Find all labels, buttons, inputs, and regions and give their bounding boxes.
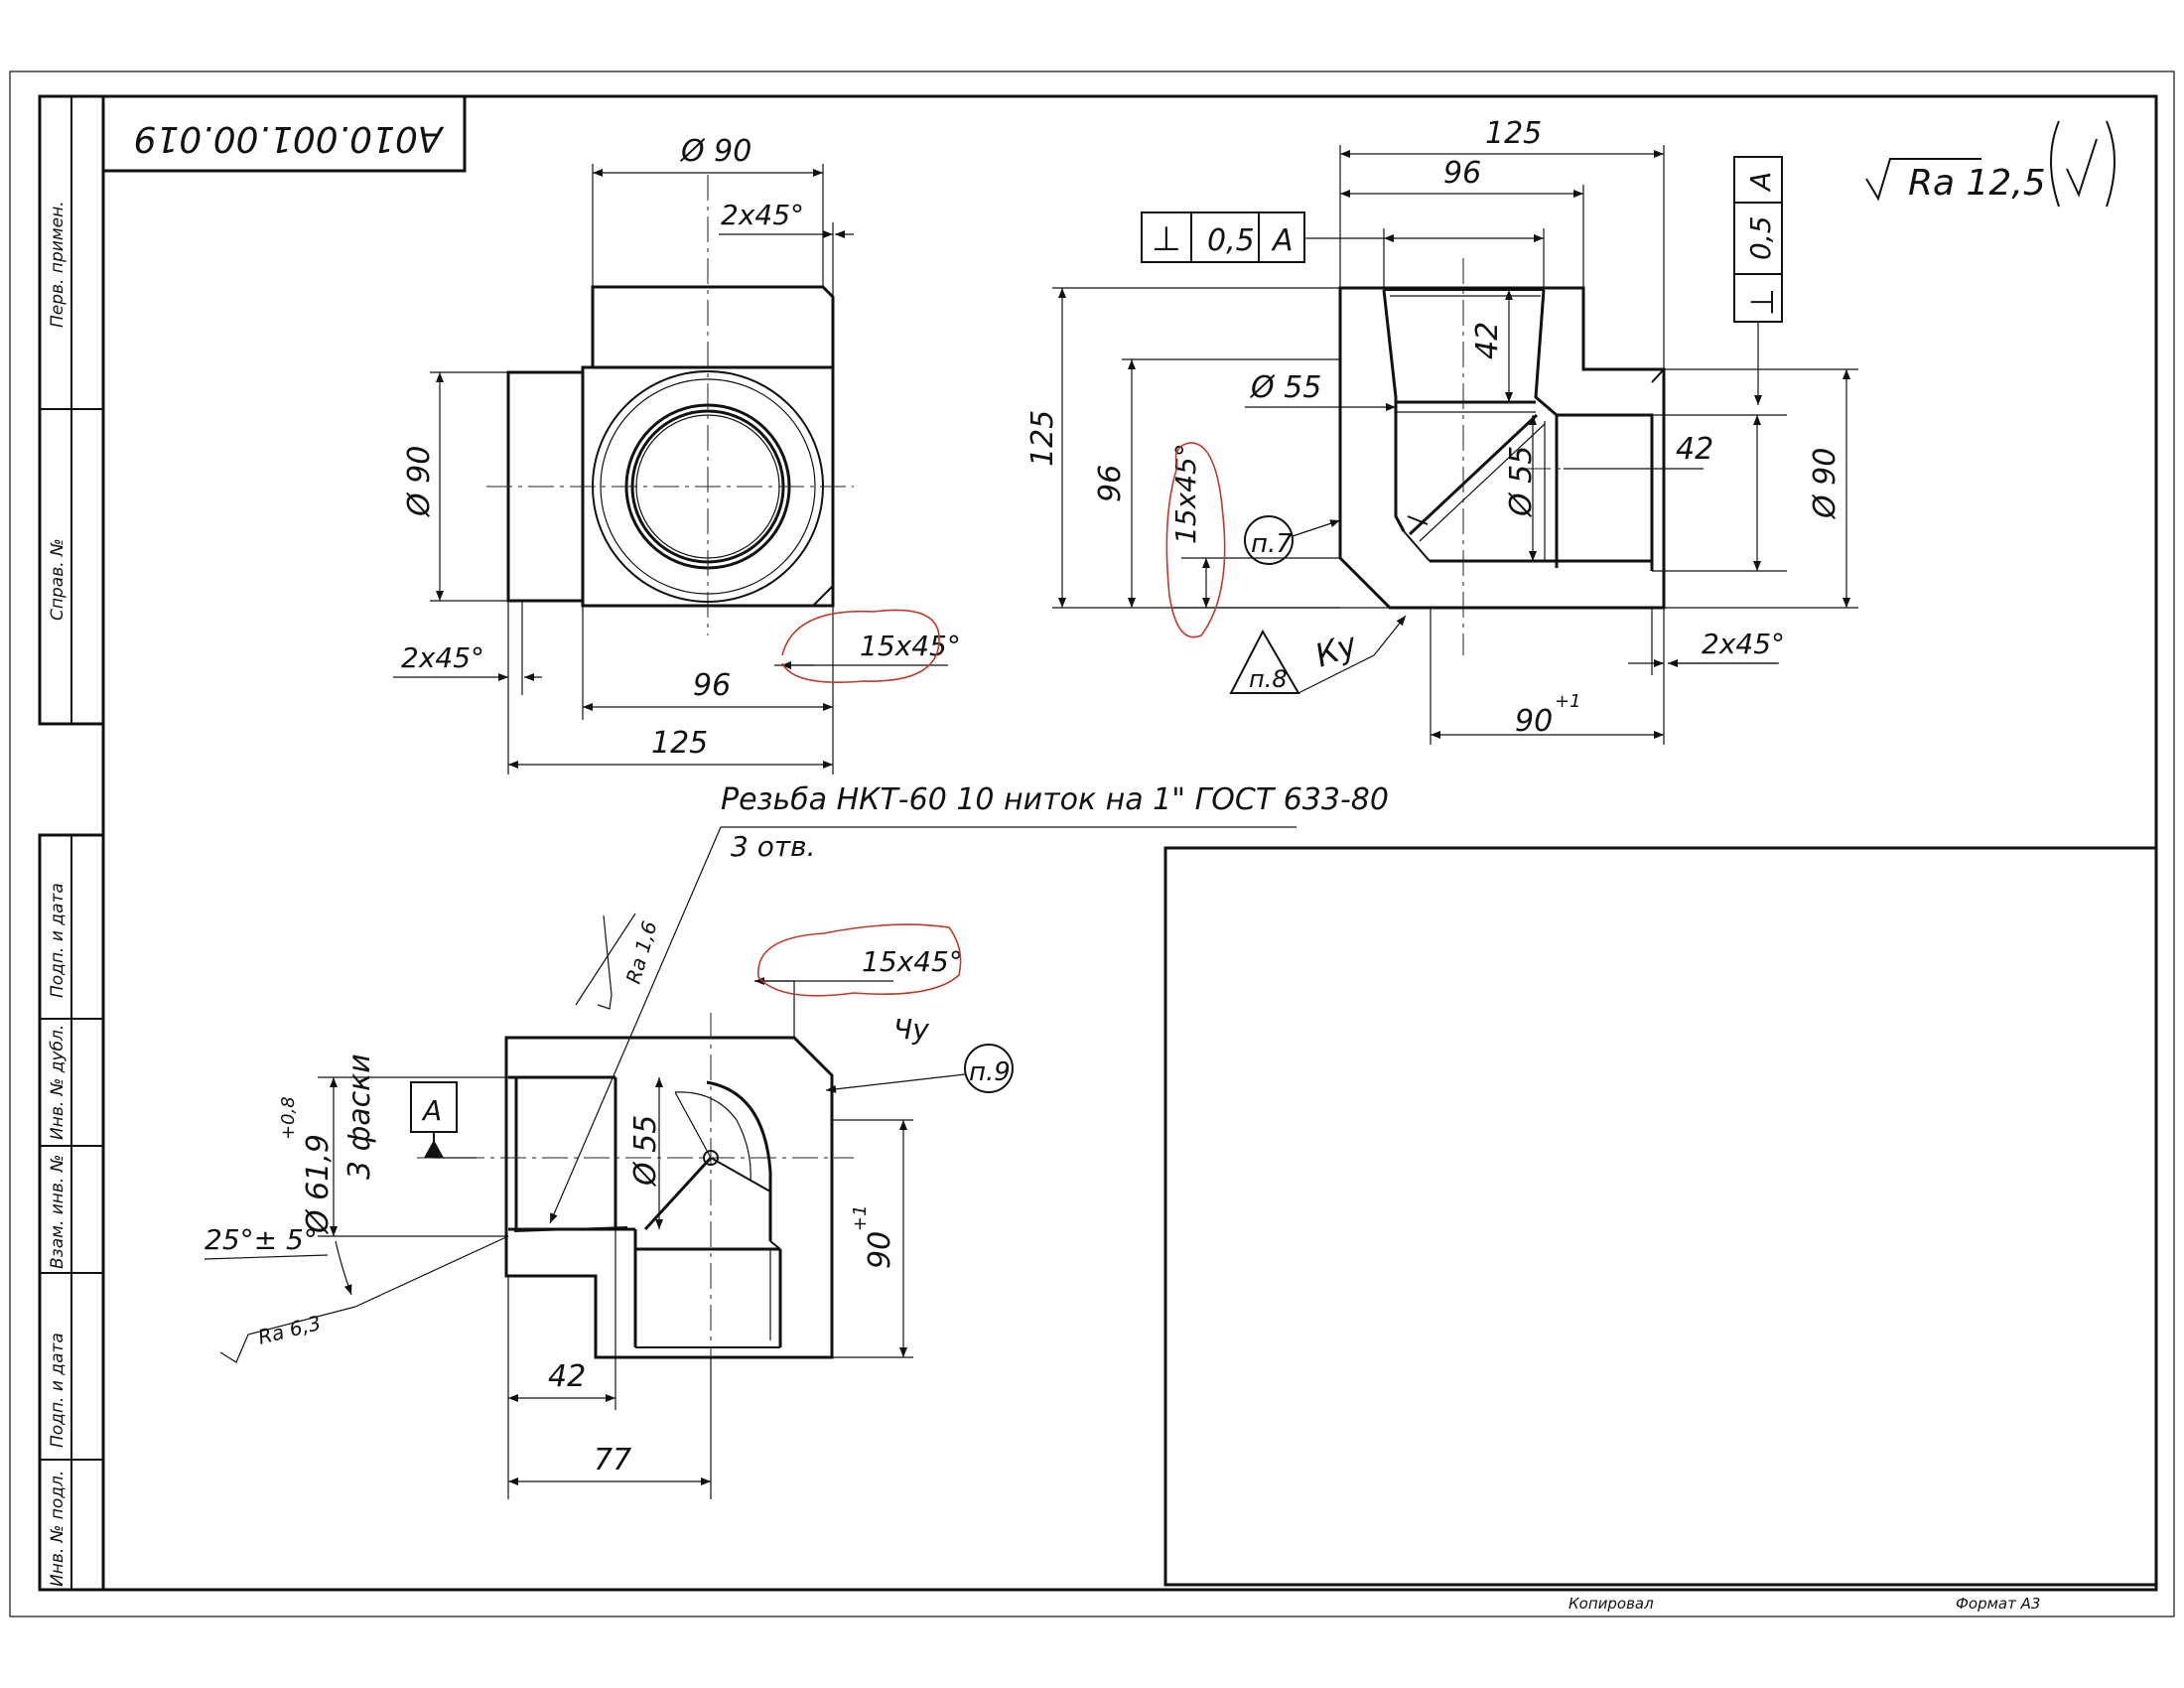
side-red-markup: [1165, 442, 1226, 638]
sheet-frame: [9, 70, 2175, 1618]
section-note-chu: Чу: [893, 1013, 929, 1046]
section-dim-d619-tol: +0,8: [278, 1096, 299, 1140]
section-holes-note: 3 отв.: [731, 830, 816, 863]
front-red-markup: [781, 609, 940, 683]
stamp-vzam-inv: Взам. инв. №: [48, 1155, 68, 1269]
side-stamp: Перв. примен. Справ. № Подп. и дата Инв.…: [48, 201, 68, 1587]
side-tol-right-value: 0,5: [1744, 215, 1777, 260]
front-dim-d90-left: Ø 90: [402, 446, 437, 518]
side-dim-d55-top: Ø 55: [1249, 370, 1321, 405]
side-dim-90-tol: +1: [1555, 691, 1581, 712]
view-section: Резьба НКТ-60 10 ниток на 1" ГОСТ 633-80…: [204, 782, 1389, 1499]
section-chamfers-note: 3 фаски: [342, 1054, 377, 1180]
stamp-inv-dubl: Инв. № дубл.: [48, 1025, 68, 1140]
section-red-markup: [757, 923, 962, 997]
general-roughness: Ra 12,5: [1865, 120, 2116, 208]
view-side: 125 96 ⊥ 0,5 A A 0,5 ⊥ 42 Ø 55 Ø: [1025, 116, 1858, 745]
copied-label: Копировал: [1569, 1595, 1654, 1613]
side-dim-chamfer-bottom: 2x45°: [1702, 628, 1785, 660]
side-dim-125-top: 125: [1485, 116, 1542, 151]
section-note-p9: п.9: [969, 1057, 1011, 1087]
view-front: Ø 90 2x45° Ø 90 2x45° 15x45° 96 125: [393, 134, 961, 774]
section-dim-d619: Ø 61,9: [301, 1134, 336, 1235]
side-tol-right-datum: A: [1744, 172, 1777, 193]
stamp-inv-podl: Инв. № подл.: [48, 1471, 68, 1587]
side-dim-chamfer-15: 15x45°: [1169, 443, 1202, 544]
side-note-p8: п.8: [1249, 665, 1288, 693]
side-tol-left-symbol: ⊥: [1152, 219, 1181, 259]
section-thread-note: Резьба НКТ-60 10 ниток на 1" ГОСТ 633-80: [721, 782, 1389, 817]
front-dim-chamfer-top: 2x45°: [721, 199, 804, 231]
front-dim-96: 96: [693, 668, 731, 703]
side-tol-frame-left: ⊥ 0,5 A: [1141, 211, 1384, 263]
front-dim-125: 125: [651, 726, 708, 761]
side-dim-d55-mid: Ø 55: [1504, 446, 1539, 518]
section-dim-d55: Ø 55: [628, 1115, 663, 1188]
side-tol-right-symbol: ⊥: [1743, 288, 1781, 316]
side-dim-96-left: 96: [1093, 465, 1128, 502]
section-dim-90: 90: [863, 1231, 897, 1269]
stamp-podp-data-1: Подп. и дата: [48, 883, 68, 998]
side-note-ku: Ку: [1310, 625, 1363, 674]
general-roughness-value: Ra 12,5: [1908, 163, 2046, 204]
front-dim-chamfer-15: 15x45°: [860, 630, 961, 662]
front-dim-chamfer-left: 2x45°: [401, 641, 484, 674]
section-ra-63: Ra 6,3: [255, 1311, 323, 1349]
side-dim-42-right: 42: [1676, 432, 1713, 467]
stamp-sprav-no: Справ. №: [48, 538, 68, 621]
section-dim-chamfer-15: 15x45°: [862, 945, 963, 978]
format-label: Формат А3: [1956, 1595, 2040, 1613]
front-dim-d90-top: Ø 90: [679, 134, 751, 169]
section-datum-a: A: [421, 1094, 442, 1127]
section-angle-25: 25°± 5°: [205, 1223, 318, 1256]
side-dim-90-bottom: 90: [1515, 704, 1553, 739]
side-dim-125-left: 125: [1025, 410, 1060, 467]
side-note-p7: п.7: [1251, 529, 1293, 559]
side-tol-left-datum: A: [1271, 223, 1294, 258]
section-dim-77: 77: [594, 1443, 631, 1477]
side-dim-d90-right: Ø 90: [1808, 448, 1843, 520]
side-dim-96-top: 96: [1443, 156, 1481, 191]
side-dim-42-top: 42: [1470, 322, 1505, 359]
stamp-podp-data-2: Подп. и дата: [48, 1333, 68, 1448]
side-tol-left-value: 0,5: [1207, 223, 1255, 258]
section-dim-42: 42: [548, 1359, 586, 1394]
document-code: А010.001.00.019: [134, 118, 445, 159]
section-ra-16: Ra 1,6: [621, 918, 662, 986]
stamp-perv-primen: Перв. примен.: [48, 201, 68, 328]
section-dim-90-tol: +1: [850, 1204, 871, 1231]
side-tol-frame-right: A 0,5 ⊥: [1733, 156, 1783, 405]
